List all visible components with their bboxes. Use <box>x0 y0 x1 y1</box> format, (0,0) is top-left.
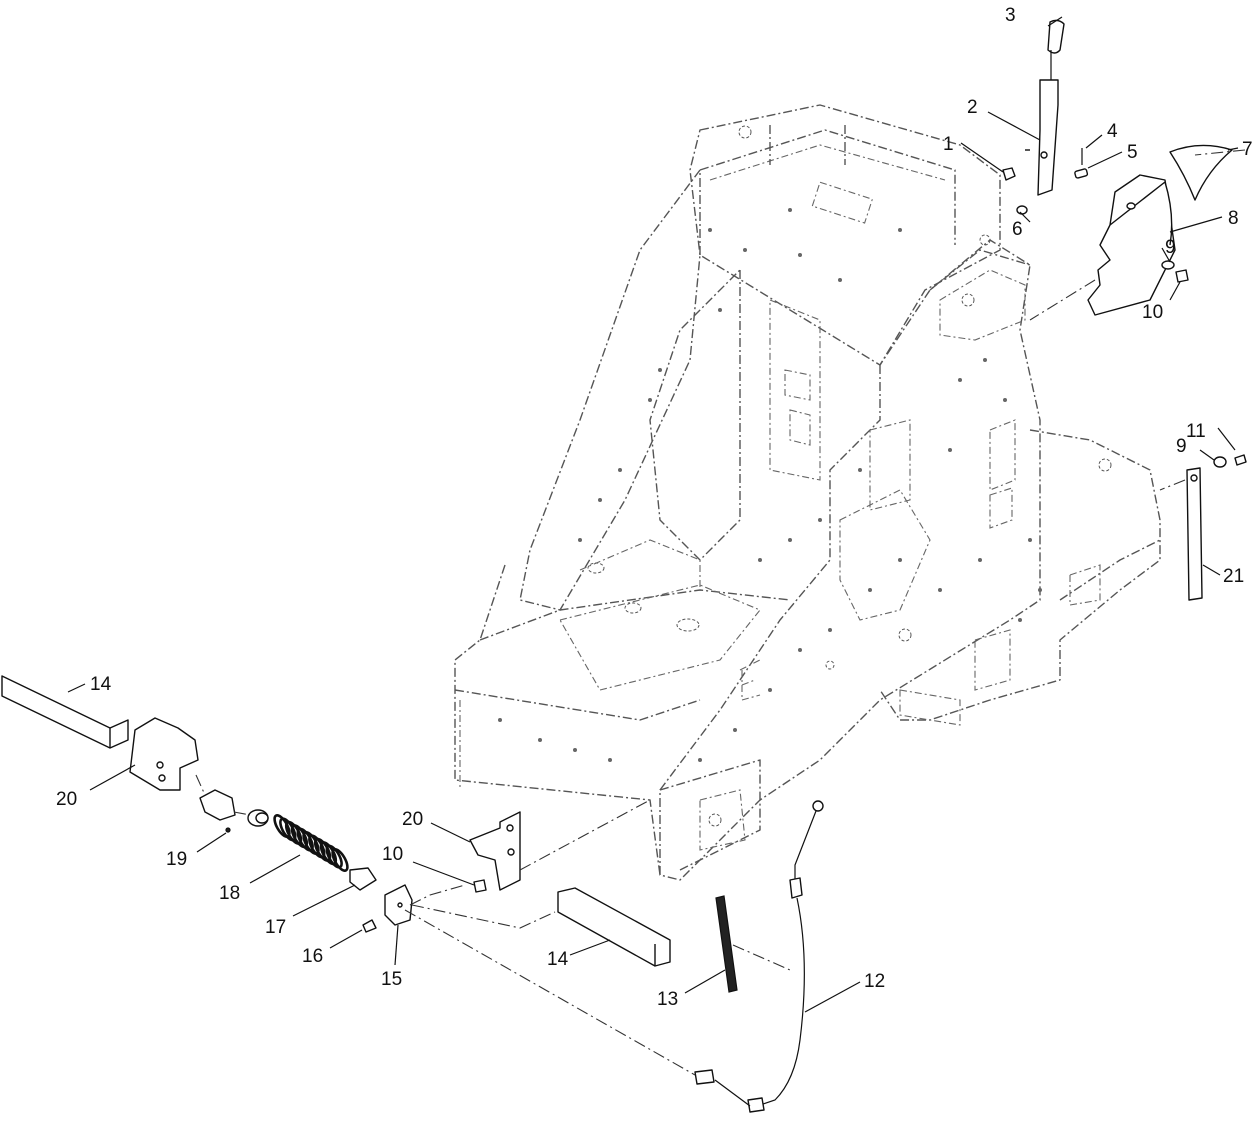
callout-4: 4 <box>1107 121 1118 142</box>
callout-15: 15 <box>381 969 402 990</box>
alignment-lines <box>195 149 1246 1076</box>
bolt-16 <box>362 919 377 933</box>
callout-16: 16 <box>302 946 323 967</box>
strap-21 <box>1186 467 1203 601</box>
spring-coil <box>331 848 349 872</box>
lever-handle-grip <box>1047 19 1065 54</box>
bushing-upper <box>247 809 269 827</box>
nut-10-lower <box>473 879 487 893</box>
washer-6 <box>1016 205 1028 215</box>
lever-pin <box>1025 148 1089 179</box>
leader-lines <box>67 16 1239 1013</box>
callout-13: 13 <box>657 989 678 1010</box>
lever-bolt <box>1002 167 1016 181</box>
spring-18 <box>273 814 349 872</box>
tube-14-right <box>557 887 671 967</box>
callout-11: 11 <box>1186 421 1206 442</box>
spring-13 <box>715 895 738 993</box>
cable-12 <box>694 800 824 1113</box>
callout-2: 2 <box>967 97 978 118</box>
callout-10-upper: 10 <box>1142 302 1163 323</box>
machine-frame <box>454 104 1161 881</box>
bracket-20-mid <box>469 811 521 891</box>
bracket-20-left <box>129 717 199 791</box>
pivot-block <box>199 789 236 821</box>
callout-21: 21 <box>1223 566 1244 587</box>
callout-18: 18 <box>219 883 240 904</box>
callout-7: 7 <box>1242 139 1253 160</box>
callout-6: 6 <box>1012 219 1023 240</box>
bracket-15 <box>384 884 413 926</box>
callout-19: 19 <box>166 849 187 870</box>
lever-rod <box>1037 50 1059 196</box>
bushing-17 <box>349 867 377 891</box>
pin-19 <box>225 827 231 833</box>
nut-10-upper <box>1175 269 1189 283</box>
bolt-11 <box>1234 454 1247 466</box>
callout-14-right: 14 <box>547 949 569 970</box>
callout-14-left: 14 <box>90 674 112 695</box>
callout-10-lower: 10 <box>382 844 403 865</box>
washer-9-upper <box>1161 260 1175 270</box>
lever-guide-plate <box>1087 144 1233 316</box>
callout-5: 5 <box>1127 142 1138 163</box>
callout-20-left: 20 <box>56 789 77 810</box>
callout-3: 3 <box>1005 5 1016 26</box>
callout-labels: 1 2 3 4 5 6 7 8 9 10 11 9 21 14 20 19 18… <box>56 5 1253 1010</box>
callout-1: 1 <box>943 134 954 155</box>
callout-17: 17 <box>265 917 286 938</box>
tube-14-left <box>1 675 129 749</box>
callout-9-upper: 9 <box>1165 237 1176 258</box>
callout-20-mid: 20 <box>402 809 423 830</box>
callout-8: 8 <box>1228 208 1239 229</box>
callout-12: 12 <box>864 971 885 992</box>
callout-9-right: 9 <box>1176 436 1187 457</box>
washer-9-right <box>1213 456 1227 468</box>
